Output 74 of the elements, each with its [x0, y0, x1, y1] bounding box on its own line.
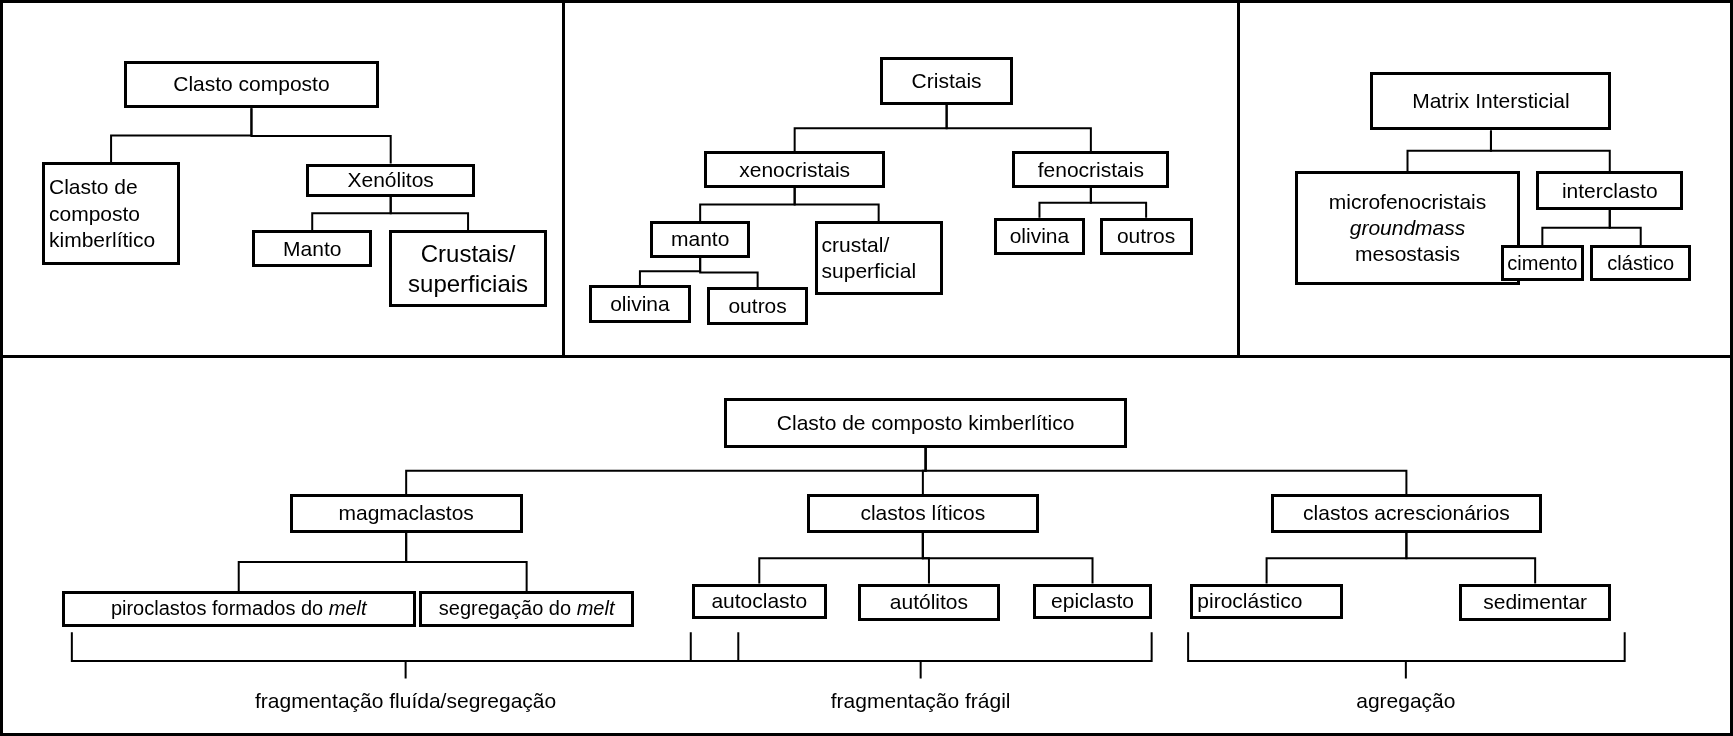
- bracket-label: fragmentação fluída/segregação: [255, 688, 557, 715]
- label-box: [289, 494, 523, 533]
- box-label: magmaclastos: [338, 500, 474, 527]
- box-label: clastos líticos: [860, 500, 986, 527]
- box-label: crustal/ superficial: [821, 231, 918, 285]
- box-label: Cristais: [911, 68, 982, 95]
- box-label: olivina: [1009, 223, 1070, 250]
- box-label: Clasto composto: [173, 71, 330, 98]
- box-label: autoclasto: [711, 588, 808, 615]
- box-label: Manto: [283, 235, 342, 262]
- label-box: [418, 591, 635, 627]
- label-box: [814, 221, 943, 296]
- label-box: [1033, 583, 1152, 619]
- label-box: [389, 229, 548, 308]
- label-box: [42, 162, 181, 266]
- label-box: [306, 163, 476, 197]
- box-label: Crustais/ superficiais: [407, 238, 530, 299]
- connector-line: [921, 531, 1094, 585]
- box-label: outros: [728, 293, 787, 319]
- label-box: [1012, 151, 1170, 188]
- connector-line: [945, 104, 1092, 153]
- box-label: sedimentar: [1483, 589, 1588, 616]
- label-box: [1190, 583, 1343, 619]
- label-box: [806, 494, 1039, 533]
- box-label: cimento: [1507, 250, 1578, 276]
- box-label: manto: [670, 226, 730, 253]
- label-box: [1099, 217, 1193, 256]
- label-box: [649, 221, 751, 258]
- connector-line: [1405, 531, 1537, 585]
- connector-line: [405, 531, 528, 593]
- box-label: Clasto de composto kimberlítico: [49, 174, 157, 253]
- box-label: piroclastos formados do melt: [110, 596, 367, 622]
- box-label: clástico: [1607, 250, 1675, 276]
- bracket-label: agregação: [1356, 688, 1456, 715]
- box-label: interclasto: [1561, 177, 1658, 204]
- label-box: [704, 151, 886, 188]
- connector-line: [793, 186, 880, 223]
- box-label: olivina: [610, 290, 670, 317]
- box-label: piroclástico: [1197, 588, 1303, 615]
- label-box: [1536, 171, 1684, 210]
- box-label: microfenocristais groundmass mesostasis: [1327, 188, 1488, 268]
- label-box: [61, 591, 416, 627]
- connector-line: [250, 107, 392, 165]
- bracket-label: fragmentação frágil: [830, 688, 1011, 715]
- box-label: autólitos: [889, 589, 969, 616]
- box-label: segregação do melt: [438, 596, 615, 622]
- label-box: [691, 583, 827, 619]
- label-box: [723, 397, 1128, 448]
- label-box: [252, 229, 373, 268]
- box-label: Xenólitos: [347, 167, 434, 193]
- label-box: [123, 60, 380, 109]
- label-box: [1271, 494, 1542, 533]
- label-box: [879, 57, 1014, 105]
- box-label: Matrix Intersticial: [1412, 88, 1570, 114]
- connector-line: [1608, 209, 1642, 247]
- box-label: epiclasto: [1051, 588, 1134, 615]
- label-box: [1500, 245, 1584, 281]
- box-label: Clasto de composto kimberlítico: [776, 409, 1075, 436]
- box-label: outros: [1116, 223, 1176, 250]
- label-box: [589, 285, 691, 323]
- connector-line: [1089, 186, 1148, 219]
- box-label: fenocristais: [1037, 156, 1144, 183]
- connector-line: [1489, 129, 1611, 173]
- label-box: [857, 583, 1001, 622]
- box-label: clastos acrescionários: [1303, 500, 1510, 527]
- connector-line: [389, 195, 470, 231]
- box-label: xenocristais: [739, 156, 851, 183]
- label-box: [1590, 245, 1691, 281]
- label-box: [1370, 71, 1612, 131]
- connector-line: [699, 256, 759, 289]
- label-box: [993, 217, 1086, 256]
- label-box: [707, 287, 808, 325]
- label-box: [1458, 583, 1612, 622]
- connector-line: [924, 446, 1408, 496]
